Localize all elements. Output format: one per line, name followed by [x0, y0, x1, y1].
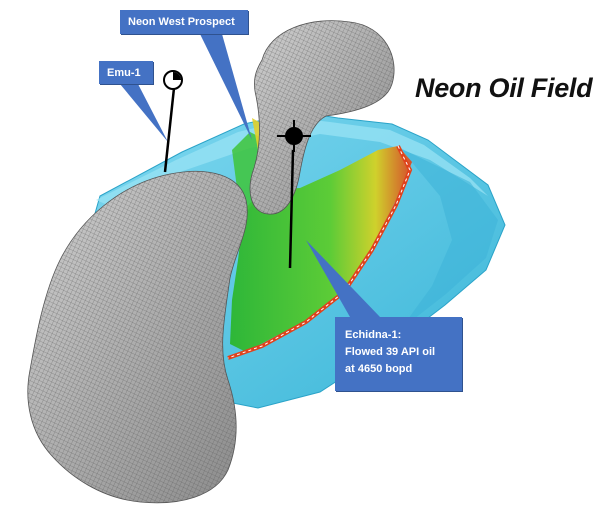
echidna-label-line-2: Flowed 39 API oil	[345, 344, 456, 361]
echidna-label-line-1: Echidna-1:	[345, 327, 456, 344]
field-title: Neon Oil Field	[415, 73, 592, 104]
echidna-label-line-3: at 4650 bopd	[345, 361, 456, 378]
lower-salt-body	[28, 171, 248, 503]
dry-hole-circle-icon	[164, 71, 182, 89]
neon-west-prospect-label: Neon West Prospect	[120, 10, 248, 34]
emu-1-label: Emu-1	[99, 61, 153, 84]
echidna-1-label: Echidna-1: Flowed 39 API oil at 4650 bop…	[335, 317, 462, 391]
emu-callout-pointer	[120, 84, 168, 142]
